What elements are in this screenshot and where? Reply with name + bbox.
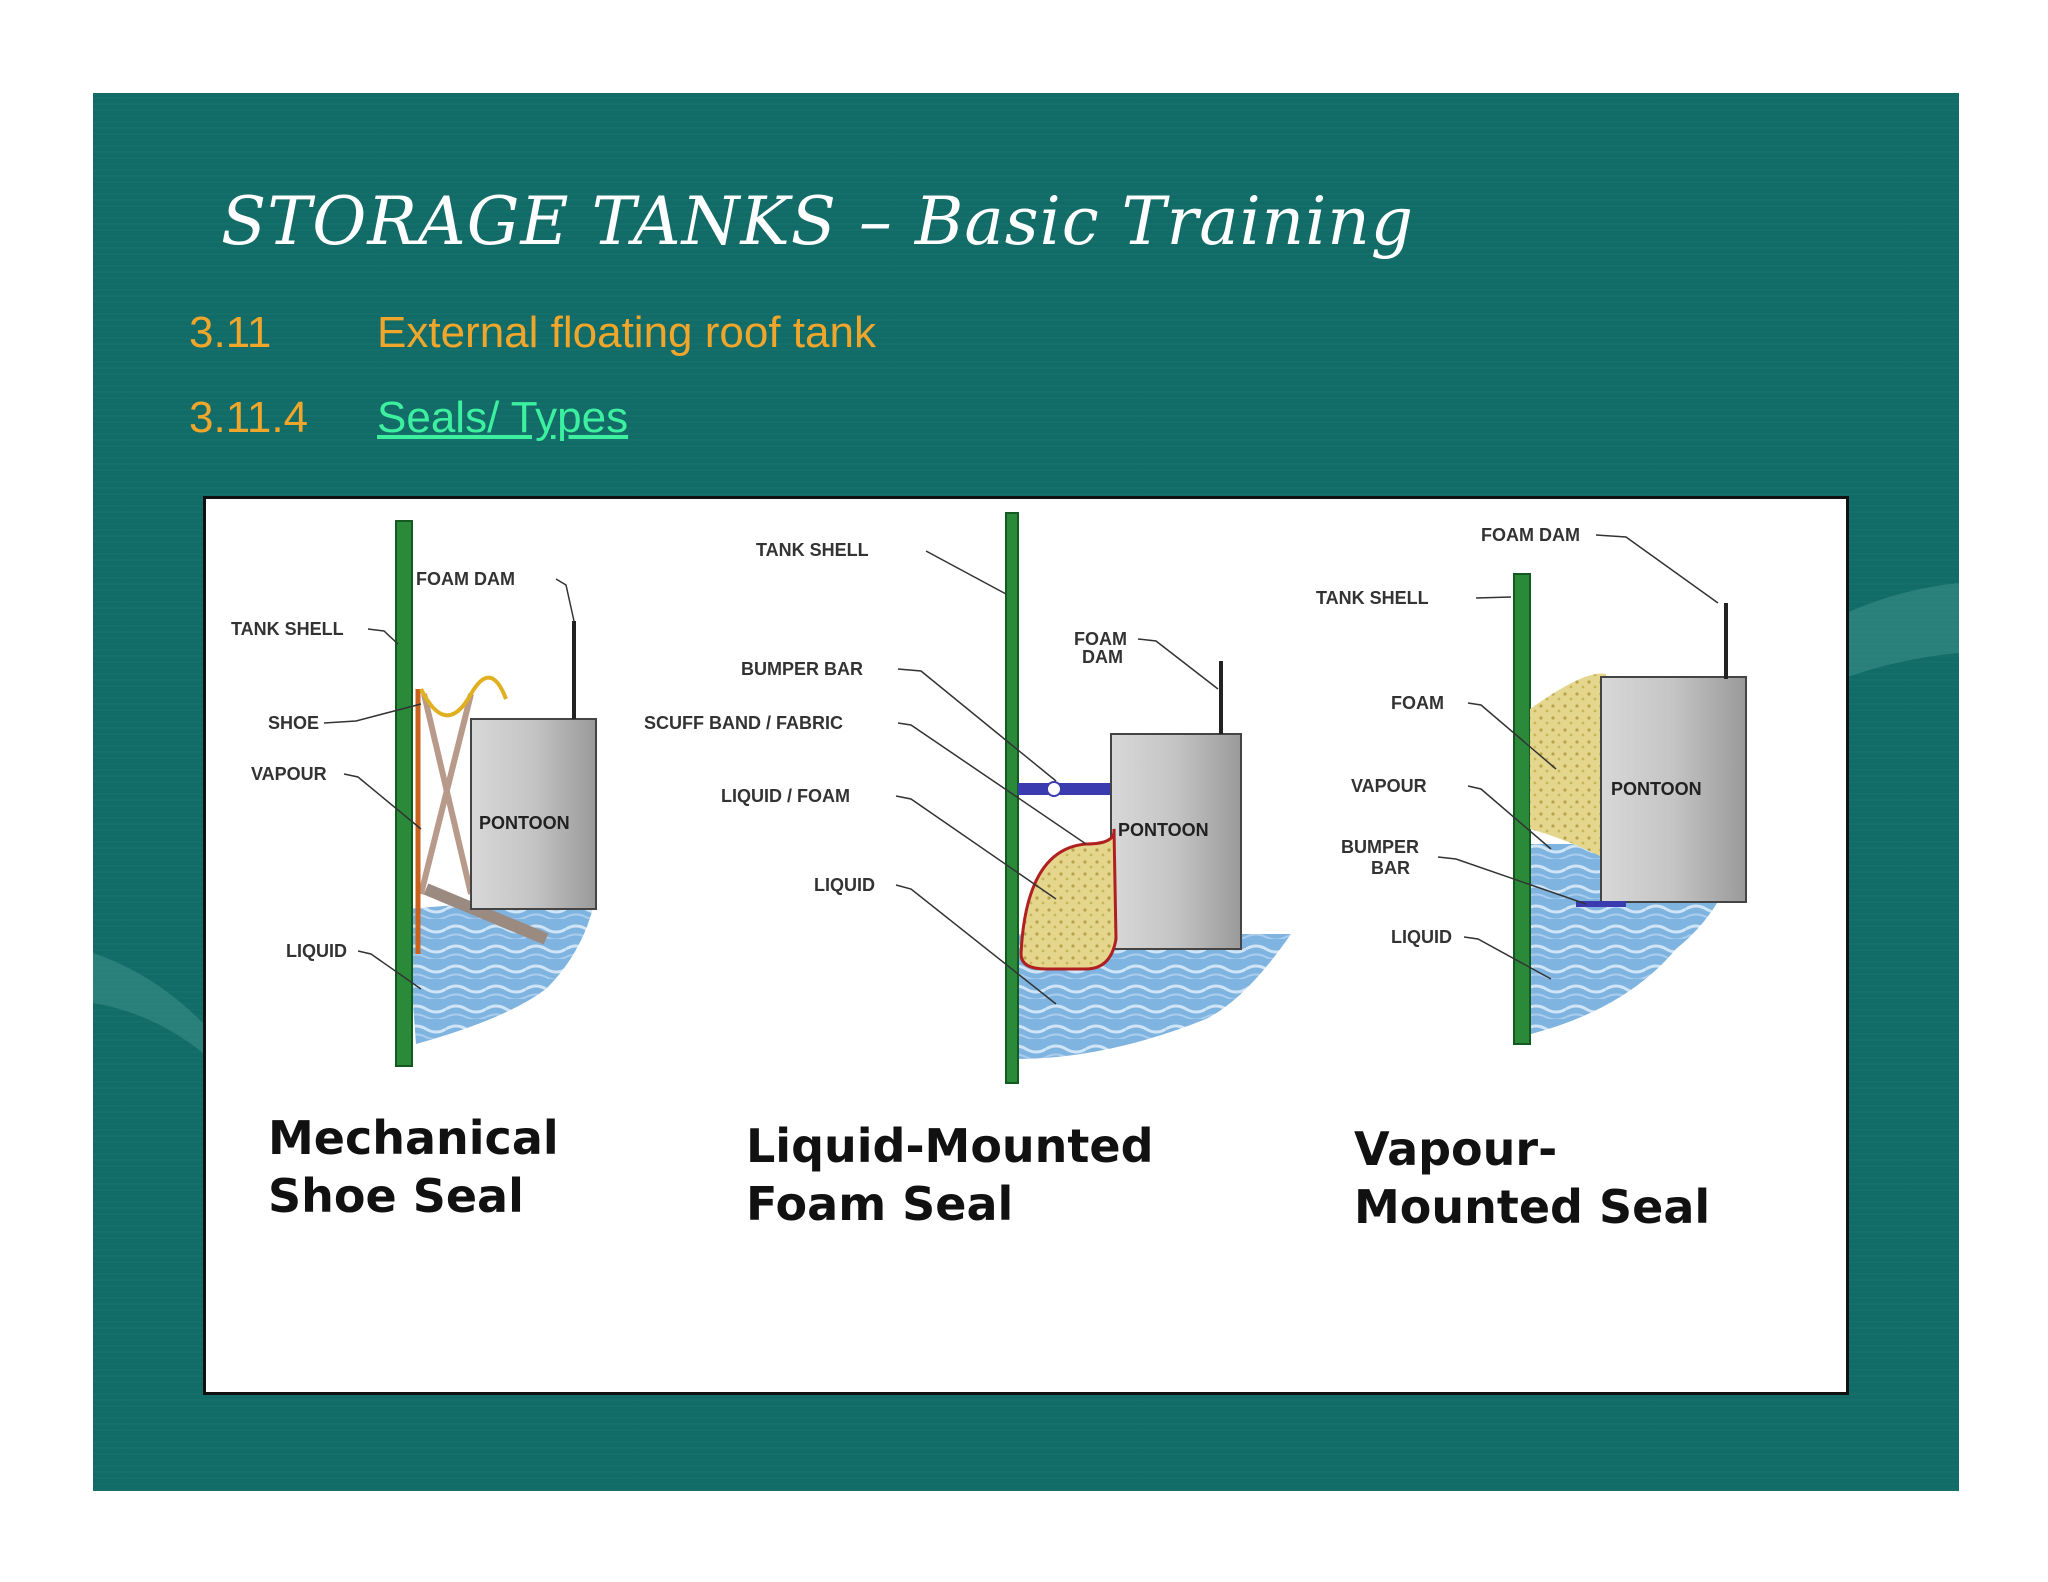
pontoon-label: PONTOON <box>1611 779 1702 799</box>
liquid-label: LIQUID <box>1391 927 1452 947</box>
tank-shell-wall <box>1005 512 1019 1084</box>
subsection-heading: 3.11.4 Seals/ Types <box>189 393 1089 449</box>
foam-dam-label: FOAM DAM <box>1481 525 1580 545</box>
tank-shell-wall <box>395 520 413 1067</box>
foam-log <box>1019 828 1118 971</box>
foam-dam-label: FOAM DAM <box>416 569 515 589</box>
seal-types-diagram: PONTOON FOAM DAM TANK SHELL SHOE VAPOUR … <box>203 496 1849 1395</box>
section-number: 3.11 <box>189 308 272 357</box>
shoe-hanger <box>418 693 474 895</box>
foam-dam-label-line1: FOAM <box>1074 629 1127 649</box>
bumper-bar-label-line2: BAR <box>1371 858 1410 878</box>
pontoon <box>1110 733 1242 950</box>
section-text: External floating roof tank <box>377 308 876 357</box>
liquid-label: LIQUID <box>814 875 875 895</box>
vapour-label: VAPOUR <box>251 764 327 784</box>
bumper-bar-label-line1: BUMPER <box>1341 837 1419 857</box>
foam-dam-label-line2: DAM <box>1082 647 1123 667</box>
seal-diagram-svg: PONTOON FOAM DAM TANK SHELL SHOE VAPOUR … <box>231 512 1747 1234</box>
pontoon <box>470 718 597 910</box>
slide: STORAGE TANKS – Basic Training 3.11 Exte… <box>93 93 1959 1491</box>
mechanical-shoe-seal: PONTOON FOAM DAM TANK SHELL SHOE VAPOUR … <box>231 520 597 1223</box>
foam-seal <box>1530 673 1606 859</box>
vapour-label: VAPOUR <box>1351 776 1427 796</box>
section-heading: 3.11 External floating roof tank <box>189 308 1089 364</box>
pontoon-label: PONTOON <box>1118 820 1209 840</box>
liquid-foam-label: LIQUID / FOAM <box>721 786 850 806</box>
vapour-mounted-seal: PONTOON FOAM DAM TANK SHELL FOAM VAPOUR … <box>1316 525 1747 1234</box>
liquid-mounted-foam-seal: PONTOON TANK SHELL FOAM DAM BUMPER BAR S… <box>644 512 1291 1231</box>
slide-title: STORAGE TANKS – Basic Training <box>221 183 1415 260</box>
liquid-area <box>406 894 596 1044</box>
foam-label: FOAM <box>1391 693 1444 713</box>
seals-types-link[interactable]: Seals/ Types <box>377 393 629 442</box>
tank-shell-label: TANK SHELL <box>756 540 869 560</box>
liquid-label: LIQUID <box>286 941 347 961</box>
vapour-mounted-caption-line1: Vapour- <box>1354 1122 1557 1176</box>
scuff-band-label: SCUFF BAND / FABRIC <box>644 713 843 733</box>
mechanical-caption-line1: Mechanical <box>268 1111 559 1165</box>
tank-shell-wall <box>1513 573 1531 1045</box>
tank-shell-label: TANK SHELL <box>1316 588 1429 608</box>
subsection-number: 3.11.4 <box>189 393 309 442</box>
liquid-mounted-caption-line1: Liquid-Mounted <box>746 1119 1154 1173</box>
shoe-label: SHOE <box>268 713 319 733</box>
shoe-fabric <box>419 675 508 718</box>
bumper-bar-label: BUMPER BAR <box>741 659 863 679</box>
mechanical-caption-line2: Shoe Seal <box>268 1169 524 1223</box>
pontoon <box>1600 676 1747 903</box>
vapour-mounted-caption-line2: Mounted Seal <box>1354 1180 1710 1234</box>
shoe-arm <box>423 883 549 945</box>
tank-shell-label: TANK SHELL <box>231 619 344 639</box>
liquid-mounted-caption-line2: Foam Seal <box>746 1177 1013 1231</box>
pontoon-label: PONTOON <box>479 813 570 833</box>
